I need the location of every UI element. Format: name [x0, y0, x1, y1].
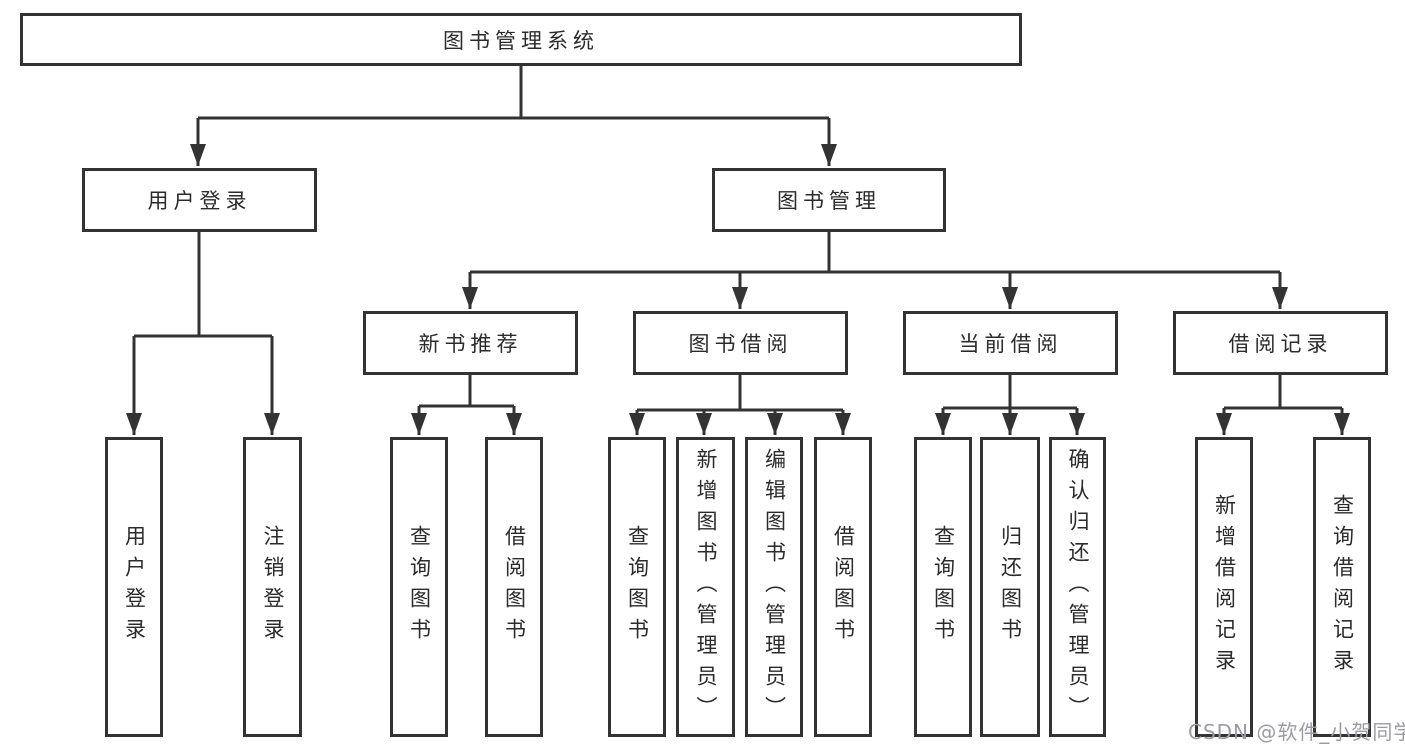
node-book-management: 图书管理	[712, 168, 946, 232]
node-label: 归还图书	[998, 525, 1023, 649]
node-leaf-user-login: 用户登录	[105, 437, 163, 737]
csdn-watermark: CSDN @软件_小贺同学	[1188, 720, 1405, 744]
node-user-login: 用户登录	[82, 168, 317, 232]
node-label: 查询借阅记录	[1330, 494, 1355, 680]
node-label: 图书管理系统	[443, 28, 599, 53]
node-borrow-record: 借阅记录	[1173, 311, 1388, 375]
node-label: 图书管理	[777, 189, 881, 213]
node-record-add-borrow-record: 新增借阅记录	[1195, 437, 1253, 737]
node-label: 查询图书	[625, 525, 650, 649]
node-label: 确认归还（管理员）	[1066, 447, 1090, 727]
node-label: 借阅图书	[502, 525, 527, 649]
node-label: 用户登录	[147, 189, 252, 213]
node-borrow-edit-books-admin: 编辑图书（管理员）	[745, 437, 803, 737]
node-current-borrow: 当前借阅	[903, 311, 1118, 375]
node-label: 新增借阅记录	[1212, 494, 1237, 680]
node-leaf-logout: 注销登录	[243, 437, 302, 737]
node-current-query-books: 查询图书	[914, 437, 972, 737]
node-new-book-recommend: 新书推荐	[363, 311, 578, 375]
node-label: 借阅图书	[831, 525, 856, 649]
node-label: 新增图书（管理员）	[694, 447, 718, 727]
node-newbook-borrow-books: 借阅图书	[485, 437, 543, 737]
node-current-return-books: 归还图书	[980, 437, 1040, 737]
node-borrow-query-books: 查询图书	[608, 437, 666, 737]
node-label: 当前借阅	[958, 332, 1063, 356]
node-label: 新书推荐	[418, 332, 523, 356]
node-newbook-query-books: 查询图书	[390, 437, 448, 737]
node-label: 借阅记录	[1228, 332, 1333, 356]
node-label: 注销登录	[261, 525, 285, 649]
node-label: 查询图书	[931, 525, 956, 649]
node-record-query-borrow-record: 查询借阅记录	[1313, 437, 1371, 737]
node-label: 用户登录	[122, 525, 147, 649]
node-book-borrow: 图书借阅	[633, 311, 848, 375]
node-label: 图书借阅	[688, 332, 793, 356]
node-label: 编辑图书（管理员）	[762, 447, 787, 727]
node-borrow-borrow-books: 借阅图书	[814, 437, 872, 737]
node-label: 查询图书	[407, 525, 432, 649]
node-library-system: 图书管理系统	[20, 13, 1022, 66]
node-borrow-add-books-admin: 新增图书（管理员）	[676, 437, 735, 737]
node-current-confirm-return-admin: 确认归还（管理员）	[1049, 437, 1106, 737]
